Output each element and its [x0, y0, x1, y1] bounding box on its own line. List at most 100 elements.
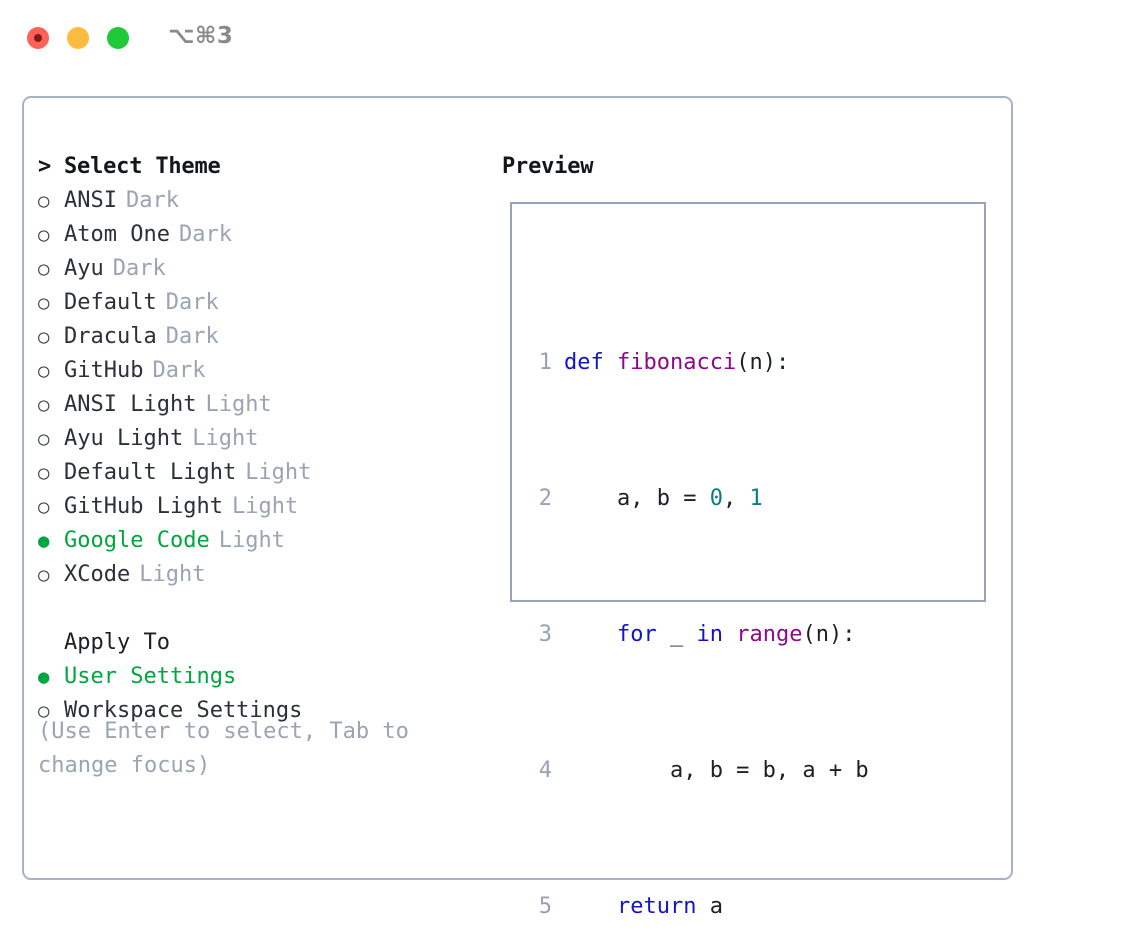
apply-to-option-label: User Settings — [64, 664, 237, 689]
code-token-plain: _ — [656, 622, 697, 647]
radio-unselected-icon[interactable]: ○ — [38, 462, 50, 484]
keyboard-shortcut-label: ⌥⌘3 — [168, 23, 234, 49]
theme-option-label: Ayu — [64, 256, 104, 281]
code-line: 1 def fibonacci(n): — [526, 346, 891, 380]
theme-variant-tag: Light — [139, 562, 206, 587]
apply-to-option-user-settings[interactable]: ● User Settings — [38, 660, 478, 694]
select-theme-header-label: Select Theme — [64, 154, 221, 179]
code-line: 2 a, b = 0, 1 — [526, 482, 891, 516]
line-number: 3 — [538, 622, 552, 647]
code-token-plain: a, b = — [564, 486, 710, 511]
code-token-plain: a — [696, 894, 723, 919]
line-number: 1 — [538, 350, 552, 375]
theme-variant-tag: Dark — [165, 324, 219, 349]
theme-option-label: Atom One — [64, 222, 170, 247]
window-titlebar: ⌥⌘3 — [0, 0, 1140, 78]
code-token-plain: a, b = b, a + b — [564, 758, 869, 783]
theme-option-label: XCode — [64, 562, 131, 587]
code-token-number: 1 — [749, 486, 763, 511]
theme-variant-tag: Dark — [178, 222, 232, 247]
theme-variant-tag: Dark — [112, 256, 166, 281]
apply-to-option-label: Workspace Settings — [64, 698, 303, 723]
theme-option-atom-one[interactable]: ○ Atom One Dark — [38, 218, 478, 252]
theme-option-ansi-light[interactable]: ○ ANSI Light Light — [38, 388, 478, 422]
code-token-plain: , — [722, 486, 750, 511]
code-token-plain — [564, 622, 617, 647]
theme-option-ansi[interactable]: ○ ANSI Dark — [38, 184, 478, 218]
apply-to-indent-spacer: ○ — [38, 626, 64, 660]
code-token-number: 0 — [709, 486, 723, 511]
line-number: 4 — [538, 758, 552, 783]
radio-unselected-icon[interactable]: ○ — [38, 190, 50, 212]
code-line: 4 a, b = b, a + b — [526, 754, 891, 788]
code-token-keyword: return — [616, 894, 697, 919]
radio-unselected-icon[interactable]: ○ — [38, 394, 50, 416]
code-token-keyword: def — [564, 350, 617, 375]
radio-unselected-icon[interactable]: ○ — [38, 496, 50, 518]
theme-variant-tag: Light — [218, 528, 285, 553]
theme-option-label: GitHub — [64, 358, 144, 383]
theme-option-label: Default — [64, 290, 157, 315]
code-line: 3 for _ in range(n): — [526, 618, 891, 652]
code-line: 5 return a — [526, 890, 891, 924]
code-token-plain: (n): — [802, 622, 856, 647]
theme-variant-tag: Light — [231, 494, 299, 519]
theme-option-label: ANSI Light — [64, 392, 197, 417]
radio-unselected-icon[interactable]: ○ — [38, 564, 50, 586]
theme-option-label: ANSI — [64, 188, 117, 213]
line-number: 2 — [538, 486, 552, 511]
radio-unselected-icon[interactable]: ○ — [38, 258, 50, 280]
radio-unselected-icon[interactable]: ○ — [38, 326, 50, 348]
maximize-window-button[interactable] — [107, 27, 129, 49]
radio-unselected-icon[interactable]: ○ — [38, 224, 50, 246]
code-token-keyword: for — [616, 622, 657, 647]
radio-selected-icon[interactable]: ● — [38, 530, 50, 552]
theme-option-label: Ayu Light — [64, 426, 184, 451]
keyboard-hint-text: (Use Enter to select, Tab to change focu… — [38, 719, 409, 778]
theme-variant-tag: Light — [205, 392, 272, 417]
theme-option-label: Default Light — [64, 460, 237, 485]
theme-variant-tag: Dark — [165, 290, 219, 315]
theme-option-github[interactable]: ○ GitHub Dark — [38, 354, 478, 388]
apply-to-header: ○Apply To — [38, 626, 478, 660]
theme-option-github-light[interactable]: ○ GitHub Light Light — [38, 490, 478, 524]
radio-unselected-icon[interactable]: ○ — [38, 360, 50, 382]
theme-option-label: Dracula — [64, 324, 157, 349]
theme-option-ayu-light[interactable]: ○ Ayu Light Light — [38, 422, 478, 456]
theme-option-default-light[interactable]: ○ Default Light Light — [38, 456, 478, 490]
close-window-button[interactable] — [27, 27, 49, 49]
theme-option-dracula[interactable]: ○ Dracula Dark — [38, 320, 478, 354]
theme-variant-tag: Dark — [125, 188, 179, 213]
radio-unselected-icon[interactable]: ○ — [38, 428, 50, 450]
theme-variant-tag: Dark — [152, 358, 206, 383]
theme-option-default[interactable]: ○ Default Dark — [38, 286, 478, 320]
code-token-plain: (n): — [736, 350, 790, 375]
theme-option-label: Google Code — [64, 528, 210, 553]
theme-option-google-code[interactable]: ● Google Code Light — [38, 524, 478, 558]
apply-to-option-workspace-settings[interactable]: ○ Workspace Settings — [38, 694, 478, 728]
theme-option-xcode[interactable]: ○ XCode Light — [38, 558, 478, 592]
radio-unselected-icon[interactable]: ○ — [38, 292, 50, 314]
theme-option-label: GitHub Light — [64, 494, 223, 519]
code-token-function: fibonacci — [616, 350, 737, 375]
code-token-keyword: in — [696, 622, 723, 647]
line-number: 5 — [538, 894, 552, 919]
preview-title: Preview — [502, 154, 594, 179]
apply-to-header-label: Apply To — [64, 630, 170, 655]
code-token-function: range — [736, 622, 803, 647]
minimize-window-button[interactable] — [67, 27, 89, 49]
radio-unselected-icon[interactable]: ○ — [38, 700, 50, 722]
theme-variant-tag: Light — [245, 460, 312, 485]
theme-option-ayu[interactable]: ○ Ayu Dark — [38, 252, 478, 286]
radio-selected-icon[interactable]: ● — [38, 666, 50, 688]
theme-variant-tag: Light — [192, 426, 259, 451]
prompt-caret-icon: > — [38, 154, 52, 179]
code-token-plain — [723, 622, 736, 647]
list-spacer — [38, 592, 478, 626]
